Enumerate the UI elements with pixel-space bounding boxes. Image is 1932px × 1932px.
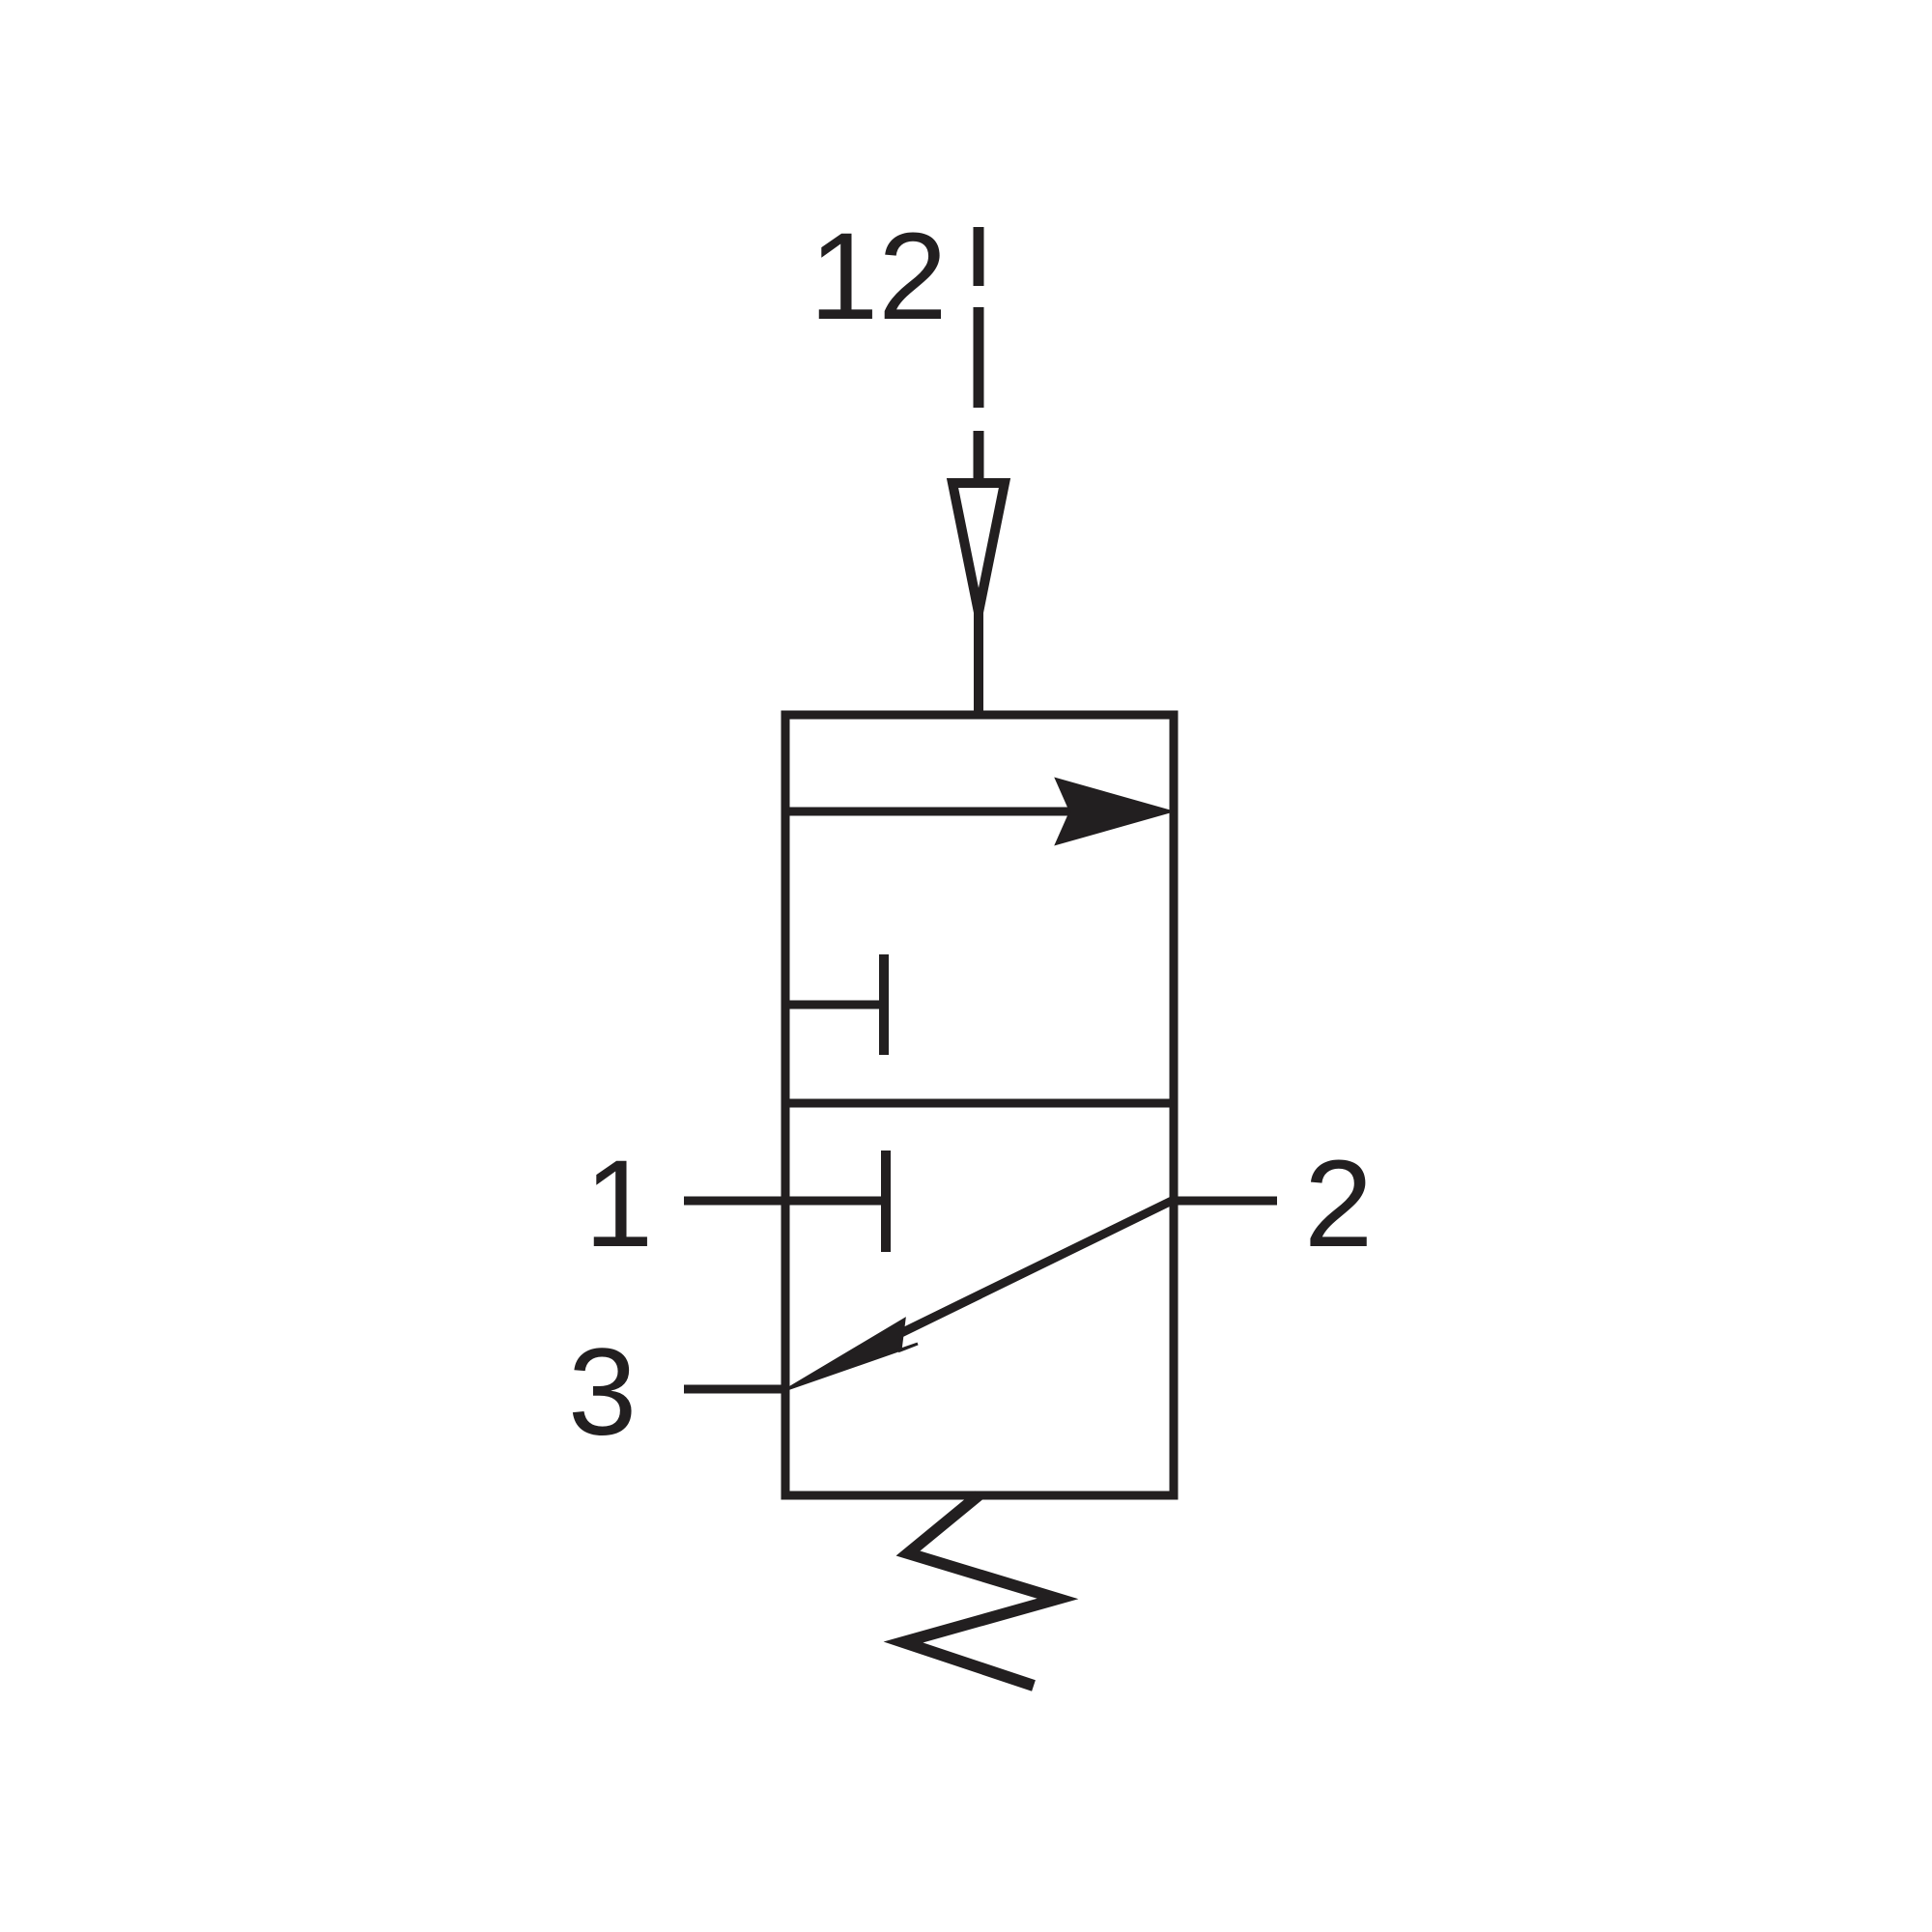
port-connection-lines: [684, 1196, 1277, 1394]
exhaust-flow-line: [867, 1196, 1174, 1353]
upper-blocked-port-symbol: [785, 954, 889, 1055]
valve-body-outline: [781, 710, 1179, 1500]
spring-return-actuator: [883, 1491, 1079, 1691]
pilot-open-arrowhead-icon: [946, 478, 1011, 613]
pilot-actuator-group: [946, 227, 1011, 719]
supply-port-label: 1: [584, 1135, 653, 1273]
through-flow-arrowhead-icon: [1054, 777, 1176, 846]
lower-blocked-port-symbol: [785, 1151, 891, 1252]
pilot-port-label: 12: [810, 208, 947, 346]
exhaust-port-label: 3: [568, 1323, 637, 1462]
actuated-position-box: [785, 777, 1176, 1055]
exhaust-flow-arrowhead-icon: [786, 1317, 919, 1391]
spring-zigzag-icon: [883, 1491, 1079, 1691]
working-port-label: 2: [1304, 1135, 1373, 1273]
rest-position-box: [785, 1151, 1174, 1391]
